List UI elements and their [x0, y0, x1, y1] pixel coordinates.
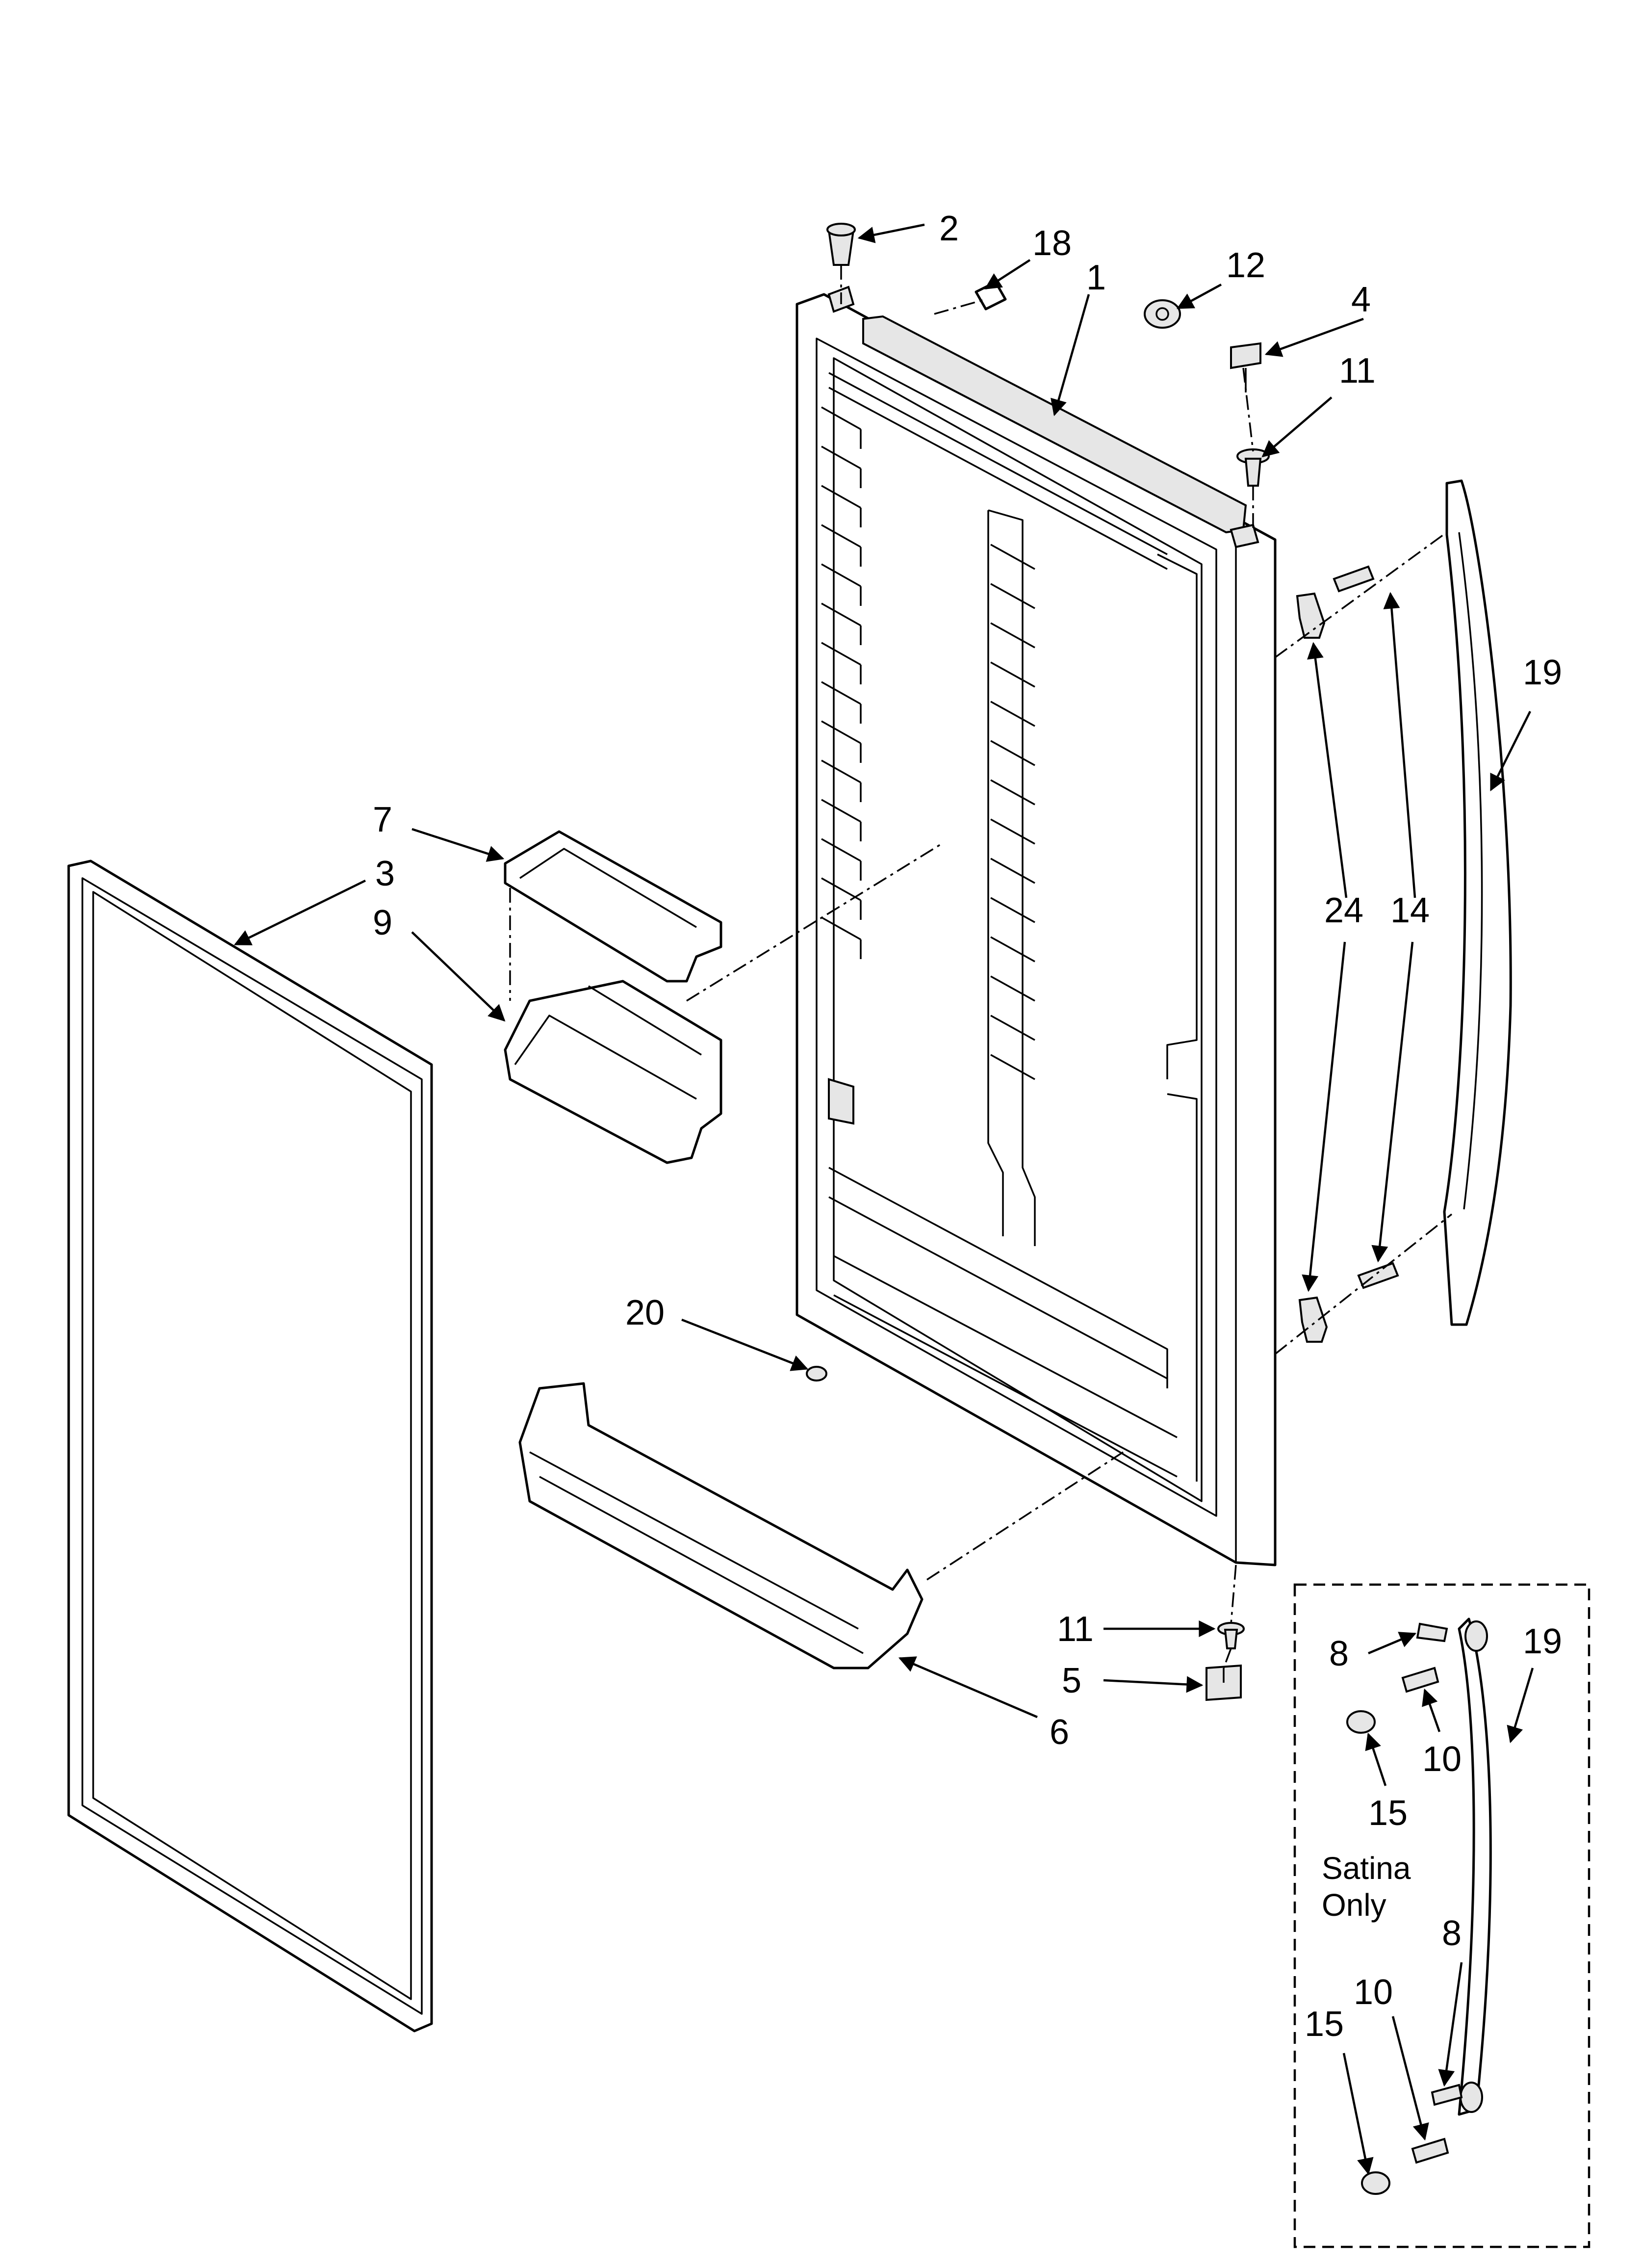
callout-2: 2	[939, 209, 959, 248]
top-bushing	[1236, 448, 1270, 487]
door-gasket	[67, 860, 433, 2033]
callout-12: 12	[1226, 246, 1265, 285]
handle-clip-lower	[1298, 1296, 1328, 1343]
callout-3: 3	[375, 854, 395, 893]
callout-5: 5	[1062, 1661, 1081, 1700]
callout-6: 6	[1050, 1713, 1069, 1752]
callout-1: 1	[1086, 258, 1106, 297]
bottom-hinge-bracket	[1206, 1664, 1242, 1701]
door-stop	[806, 1366, 827, 1382]
door-handle	[1443, 479, 1512, 1326]
satina-handle	[1458, 1617, 1492, 2116]
shelf-cover	[504, 830, 722, 983]
satina-inset	[1293, 1583, 1591, 2248]
hinge-cap	[1144, 299, 1181, 329]
handle-screw-lower	[1357, 1262, 1399, 1289]
callout-24: 24	[1324, 891, 1363, 930]
assembly-lines	[509, 265, 1453, 1668]
callout-9: 9	[373, 903, 392, 942]
callout-18: 18	[1032, 224, 1072, 263]
bottom-bushing	[1217, 1622, 1245, 1649]
callout-11-bottom: 11	[1057, 1610, 1094, 1649]
satina-upper-hardware	[1346, 1622, 1448, 1734]
door-assembly	[795, 286, 1277, 1566]
callout-14: 14	[1390, 891, 1430, 930]
callout-7: 7	[373, 800, 392, 839]
callout-8-lower: 8	[1442, 1914, 1462, 1953]
callout-10-lower: 10	[1354, 1973, 1393, 2012]
callout-labels: 2 18 1 12 4 11 19 24 14 7 3 9 20 11 5 6 …	[373, 209, 1562, 2044]
handle-screw-upper	[1333, 565, 1375, 593]
satina-lower-hardware	[1361, 2084, 1463, 2195]
callout-20: 20	[625, 1293, 665, 1332]
callout-4: 4	[1351, 280, 1371, 319]
handle-clip-upper	[1296, 592, 1326, 639]
callout-15-upper: 15	[1368, 1794, 1408, 1833]
top-hinge-bracket	[1230, 342, 1261, 392]
leader-lines	[233, 223, 1534, 2175]
callout-19-main: 19	[1523, 653, 1562, 692]
callout-15-lower: 15	[1305, 2005, 1344, 2044]
callout-19-inset: 19	[1523, 1622, 1562, 1661]
door-shelf	[518, 1382, 924, 1669]
top-hinge-pin	[826, 223, 856, 266]
shelf-bin	[504, 980, 722, 1164]
callout-10-upper: 10	[1422, 1740, 1462, 1779]
callout-8-upper: 8	[1329, 1634, 1349, 1673]
inset-note-line-1: Satina	[1322, 1851, 1411, 1886]
left-shelf-ribs	[821, 406, 862, 959]
callout-11-top: 11	[1339, 351, 1376, 391]
center-shelf-ribs	[987, 509, 1036, 1246]
inset-note-line-2: Only	[1322, 1887, 1386, 1923]
